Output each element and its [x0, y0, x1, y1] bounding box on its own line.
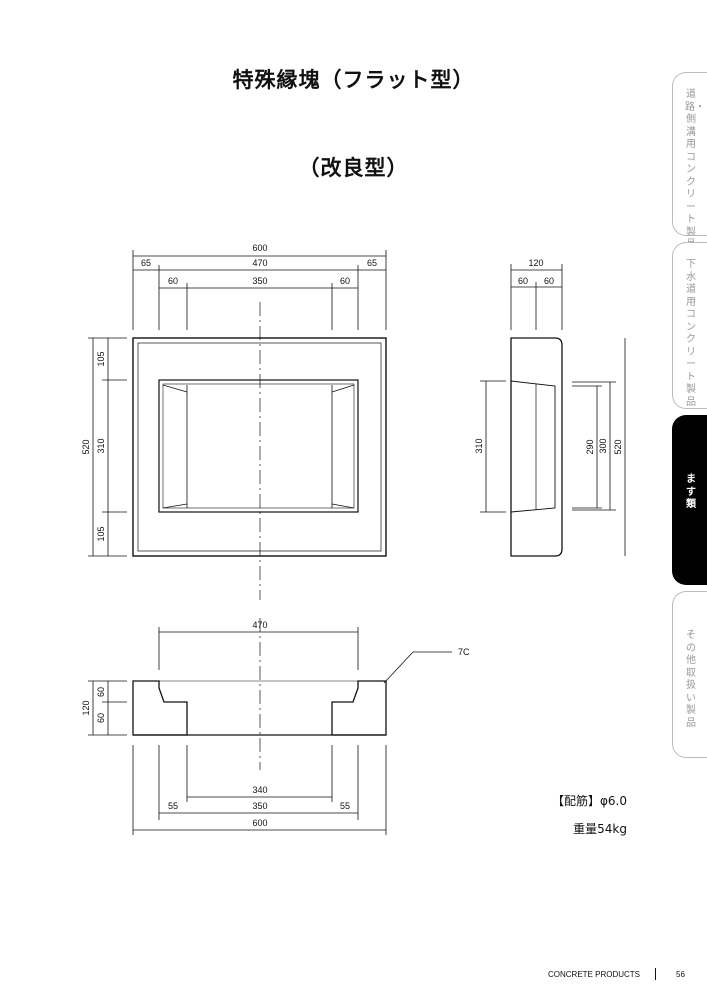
dim-side-width: 120: [528, 258, 543, 268]
rebar-spec: 【配筋】φ6.0: [551, 794, 627, 808]
weight-spec: 重量54kg: [573, 822, 627, 836]
page-number: 56: [676, 970, 685, 979]
dim-section-left: 55: [168, 801, 178, 811]
dim-side-height-b: 300: [598, 438, 608, 453]
tab-road-gutter-products[interactable]: 道路・側溝用コンクリート製品: [672, 72, 707, 250]
dim-section-height-lower: 60: [96, 713, 106, 723]
side-view-outline: [510, 337, 563, 557]
dim-side-height-total: 520: [613, 439, 623, 454]
dim-side-part-b: 60: [544, 276, 554, 286]
plan-view-outline: [132, 337, 387, 557]
dim-side-inner-height: 310: [474, 438, 484, 453]
dim-side-part-a: 60: [518, 276, 528, 286]
dim-lip-right: 60: [340, 276, 350, 286]
dim-section-middle: 350: [252, 801, 267, 811]
dim-chamfer: 7C: [458, 647, 470, 657]
dim-section-width-total: 600: [252, 818, 267, 828]
dim-height-total: 520: [81, 439, 91, 454]
dim-section-top-span: 470: [252, 620, 267, 630]
dim-side-height-a: 290: [585, 439, 595, 454]
dim-bottom-band: 105: [96, 526, 106, 541]
tab-catch-basins[interactable]: ます類: [672, 415, 707, 585]
tab-other-products[interactable]: その他 取扱い製品: [672, 591, 707, 758]
footer-separator: [655, 968, 656, 980]
page-subtitle: （改良型）: [298, 156, 409, 180]
dim-lip-left: 60: [168, 276, 178, 286]
dim-section-height-total: 120: [81, 700, 91, 715]
tab-label: 道路・側溝用コンクリート製品: [685, 89, 705, 250]
dim-middle: 310: [96, 438, 106, 453]
dim-edge-right: 65: [367, 258, 377, 268]
dim-edge-left: 65: [141, 258, 151, 268]
tab-label: 下水道用コンクリート製品: [686, 259, 696, 408]
dim-opening: 350: [252, 276, 267, 286]
dim-section-inner: 340: [252, 785, 267, 795]
tab-sewer-products[interactable]: 下水道用コンクリート製品: [672, 242, 707, 409]
section-view-outline: [132, 680, 387, 736]
dim-section-right: 55: [340, 801, 350, 811]
tab-label: その他 取扱い製品: [686, 630, 696, 729]
footer-brand: CONCRETE PRODUCTS: [548, 970, 641, 979]
dim-top-band: 105: [96, 351, 106, 366]
page-title: 特殊縁塊（フラット型）: [232, 68, 475, 92]
dim-inner-span: 470: [252, 258, 267, 268]
dim-width-total: 600: [252, 243, 267, 253]
dim-section-height-upper: 60: [96, 687, 106, 697]
tab-label: ます類: [686, 474, 696, 510]
